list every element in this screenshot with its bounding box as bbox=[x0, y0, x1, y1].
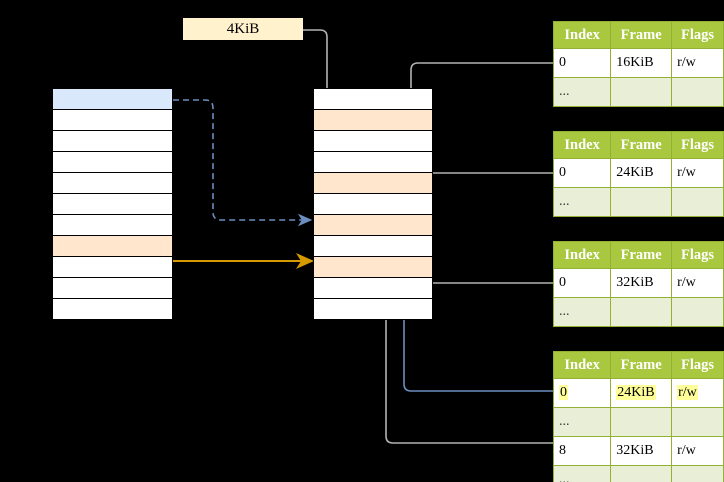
cell-frame: 32KiB bbox=[610, 436, 673, 466]
cell-frame: 32KiB bbox=[610, 268, 673, 298]
cell-index: ... bbox=[552, 407, 612, 437]
virtual-memory-row bbox=[52, 277, 173, 299]
physical-memory-row bbox=[313, 130, 433, 152]
highlighted-value: 0 bbox=[559, 385, 568, 400]
physical-memory-row bbox=[313, 214, 433, 236]
cell-index: 8 bbox=[552, 436, 612, 466]
highlighted-value: 24KiB bbox=[616, 385, 656, 400]
column-header-index: Index bbox=[552, 21, 612, 49]
connector-virtual-dashed bbox=[173, 99, 313, 227]
virtual-memory-row bbox=[52, 214, 173, 236]
virtual-memory-row bbox=[52, 193, 173, 215]
table-row: 0 24KiB r/w bbox=[552, 378, 724, 408]
virtual-memory-row bbox=[52, 151, 173, 173]
cell-index: 0 bbox=[552, 378, 612, 408]
cell-index: 0 bbox=[552, 48, 612, 78]
physical-memory-row bbox=[313, 298, 433, 320]
connector-table4-row8-to-physical bbox=[379, 264, 610, 444]
column-header-frame: Frame bbox=[610, 351, 673, 379]
cell-frame: 24KiB bbox=[610, 378, 673, 408]
column-header-frame: Frame bbox=[610, 131, 673, 159]
cell-flags bbox=[671, 465, 724, 482]
physical-memory-row bbox=[313, 193, 433, 215]
virtual-memory-row bbox=[52, 256, 173, 278]
connector-size-to-physical bbox=[303, 29, 334, 118]
virtual-memory-row bbox=[52, 172, 173, 194]
cell-frame bbox=[610, 187, 673, 217]
connector-table4-row0-to-physical bbox=[397, 216, 610, 392]
cell-frame bbox=[610, 77, 673, 107]
physical-memory-row bbox=[313, 151, 433, 173]
cell-flags: r/w bbox=[671, 436, 724, 466]
cell-frame bbox=[610, 465, 673, 482]
cell-frame: 16KiB bbox=[610, 48, 673, 78]
cell-index: 0 bbox=[552, 268, 612, 298]
column-header-index: Index bbox=[552, 241, 612, 269]
column-header-flags: Flags bbox=[671, 241, 724, 269]
table-row: ... bbox=[552, 407, 724, 437]
table-row: ... bbox=[552, 465, 724, 482]
cell-frame bbox=[610, 297, 673, 327]
virtual-memory-column bbox=[52, 88, 173, 320]
table-row: ... bbox=[552, 187, 724, 217]
virtual-memory-row bbox=[52, 298, 173, 320]
connector-table1-to-physical bbox=[404, 62, 610, 183]
cell-flags: r/w bbox=[671, 158, 724, 188]
virtual-memory-row bbox=[52, 88, 173, 110]
cell-flags bbox=[671, 297, 724, 327]
column-header-frame: Frame bbox=[610, 241, 673, 269]
cell-flags bbox=[671, 77, 724, 107]
physical-memory-row bbox=[313, 256, 433, 278]
virtual-memory-row bbox=[52, 235, 173, 257]
cell-index: ... bbox=[552, 465, 612, 482]
column-header-flags: Flags bbox=[671, 131, 724, 159]
column-header-flags: Flags bbox=[671, 351, 724, 379]
cell-flags bbox=[671, 187, 724, 217]
cell-frame: 24KiB bbox=[610, 158, 673, 188]
cell-index: ... bbox=[552, 297, 612, 327]
column-header-frame: Frame bbox=[610, 21, 673, 49]
highlighted-value: r/w bbox=[677, 385, 698, 400]
table-row: ... bbox=[552, 297, 724, 327]
column-header-flags: Flags bbox=[671, 21, 724, 49]
physical-memory-row bbox=[313, 235, 433, 257]
column-header-index: Index bbox=[552, 351, 612, 379]
physical-memory-column bbox=[313, 88, 433, 320]
cell-flags bbox=[671, 407, 724, 437]
cell-flags: r/w bbox=[671, 48, 724, 78]
cell-index: ... bbox=[552, 77, 612, 107]
column-header-index: Index bbox=[552, 131, 612, 159]
cell-index: ... bbox=[552, 187, 612, 217]
cell-flags: r/w bbox=[671, 378, 724, 408]
physical-memory-row bbox=[313, 277, 433, 299]
cell-flags: r/w bbox=[671, 268, 724, 298]
table-row: ... bbox=[552, 77, 724, 107]
physical-memory-row bbox=[313, 109, 433, 131]
physical-memory-row bbox=[313, 88, 433, 110]
cell-frame bbox=[610, 407, 673, 437]
size-label-4kib: 4KiB bbox=[183, 18, 303, 40]
virtual-memory-row bbox=[52, 130, 173, 152]
physical-memory-row bbox=[313, 172, 433, 194]
cell-index: 0 bbox=[552, 158, 612, 188]
virtual-memory-row bbox=[52, 109, 173, 131]
